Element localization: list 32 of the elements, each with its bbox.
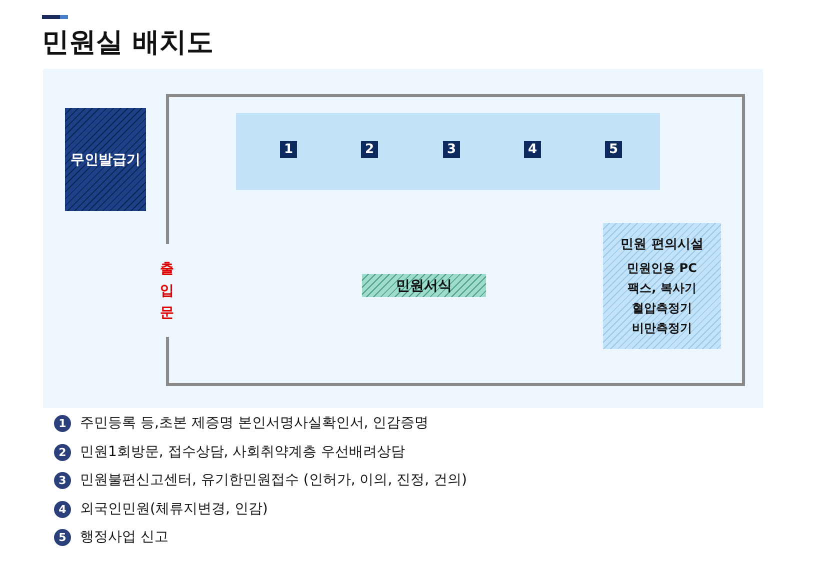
- node-label: 2: [364, 142, 374, 157]
- amenity-item: 비만측정기: [632, 320, 692, 336]
- amenity-item: 팩스, 복사기: [628, 280, 696, 296]
- window-number: [443, 141, 460, 158]
- node-label: 5: [608, 142, 618, 157]
- window-number: [361, 141, 378, 158]
- number-badge: 4: [54, 500, 71, 518]
- service-counter: [236, 113, 660, 190]
- amenities-area: [603, 223, 721, 349]
- node-label: 민원서식: [396, 276, 452, 294]
- amenity-item: 혈압측정기: [632, 300, 692, 316]
- amenity-item: 민원인용 PC: [627, 260, 697, 276]
- legend-item: 행정사업 신고: [80, 528, 168, 547]
- node-label: 3: [446, 142, 456, 157]
- window-number: [280, 141, 297, 158]
- number-badge: 3: [54, 472, 71, 489]
- legend-item: 외국인민원(체류지변경, 인감): [80, 500, 268, 518]
- kiosk: [65, 108, 146, 211]
- number-badge: 5: [54, 529, 71, 546]
- forms-table: [362, 274, 486, 297]
- node-label: 무인발급기: [70, 150, 140, 168]
- number-badge: 1: [54, 415, 71, 432]
- window-number: [524, 141, 541, 158]
- title: 민원실 배치도: [42, 26, 214, 60]
- node-label: 1: [284, 142, 294, 157]
- legend-item: 주민등록 등,초본 제증명 본인서명사실확인서, 인감증명: [80, 414, 429, 433]
- window-number: [605, 141, 622, 158]
- number-badge: 2: [54, 444, 71, 460]
- node-label: 4: [528, 142, 538, 157]
- legend-item: 민원불편신고센터, 유기한민원접수 (인허가, 이의, 진정, 건의): [80, 471, 467, 490]
- area-heading: 민원 편의시설: [620, 236, 704, 252]
- legend-item: 민원1회방문, 접수상담, 사회취약계층 우선배려상담: [80, 442, 406, 462]
